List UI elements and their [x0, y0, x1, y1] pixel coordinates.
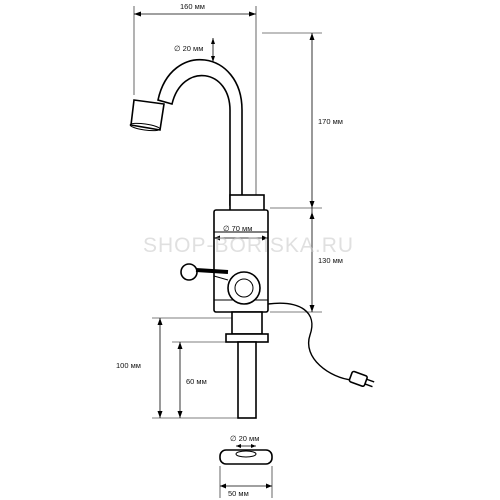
dim-shank-total-label: 100 мм — [116, 361, 141, 370]
power-cable — [267, 302, 353, 381]
dim-shank-thread-label: 60 мм — [186, 377, 207, 386]
nozzle-mouth — [129, 122, 161, 132]
control-disc — [227, 271, 261, 305]
dimension-lines — [133, 6, 322, 498]
dim-base-hole-label: ∅ 20 мм — [230, 434, 259, 443]
lever-arm — [195, 268, 229, 274]
mount-collar-upper — [231, 311, 263, 335]
dim-spout-reach-label: 160 мм — [180, 2, 205, 11]
washer-hole — [235, 450, 257, 458]
dim-body-diameter-label: ∅ 70 мм — [223, 224, 252, 233]
spout-nozzle — [130, 99, 165, 131]
spout-gooseneck — [157, 59, 243, 206]
dim-spout-height-label: 170 мм — [318, 117, 343, 126]
dim-spout-diameter-label: ∅ 20 мм — [174, 44, 203, 53]
lever-knob — [180, 263, 198, 281]
mount-nut — [225, 333, 269, 343]
power-plug-icon — [348, 370, 375, 388]
faucet-outline — [129, 59, 375, 465]
watermark-text: SHOP-BORISKA.RU — [143, 234, 354, 257]
dim-body-height-label: 130 мм — [318, 256, 343, 265]
dim-base-width-label: 50 мм — [228, 489, 249, 498]
mount-shank — [237, 341, 257, 419]
spout-neck — [229, 194, 265, 212]
